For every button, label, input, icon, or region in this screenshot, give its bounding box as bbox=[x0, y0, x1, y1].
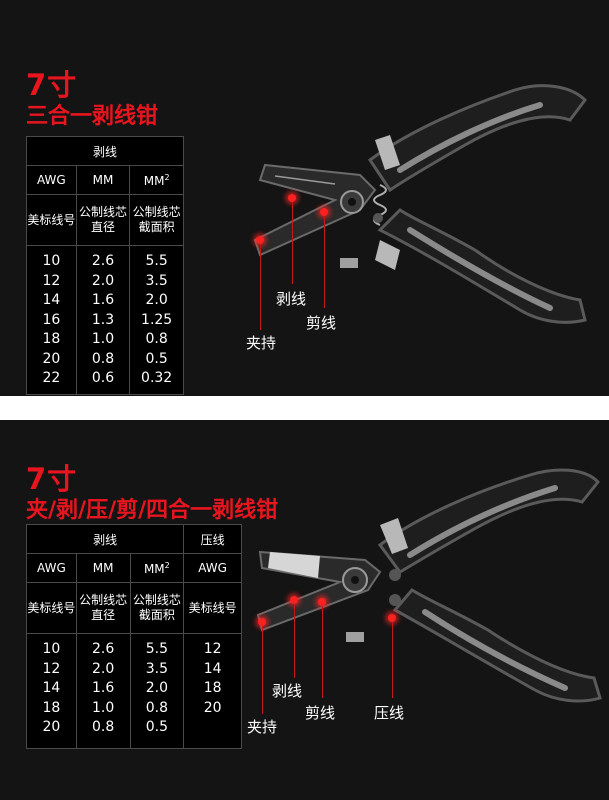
wire-stripper-illustration bbox=[253, 84, 587, 324]
col-header-mm: MM bbox=[75, 553, 131, 583]
grip-point-marker bbox=[256, 236, 264, 244]
cut-leader-line bbox=[322, 606, 323, 698]
product-size: 7寸 bbox=[26, 68, 78, 102]
grip-point-marker bbox=[258, 618, 266, 626]
callout-strip: 剥线 bbox=[272, 682, 303, 700]
subheader-area: 公制线芯 截面积 bbox=[129, 194, 184, 246]
col-header-crimp-awg: AWG bbox=[183, 553, 242, 583]
product-panel-three-in-one: 7寸 三合一剥线钳 剥线 AWG MM MM2 美标线号 公制线芯 直径 公制线… bbox=[0, 0, 609, 396]
callout-grip: 夹持 bbox=[246, 334, 277, 352]
subheader-diameter: 公制线芯 直径 bbox=[75, 194, 131, 246]
diameter-values: 2.6 2.0 1.6 1.0 0.8 bbox=[75, 633, 131, 749]
subheader-crimp-awg: 美标线号 bbox=[183, 582, 242, 634]
cut-leader-line bbox=[324, 216, 325, 308]
callout-crimp: 压线 bbox=[374, 704, 405, 722]
awg-values: 10 12 14 16 18 20 22 bbox=[26, 245, 77, 395]
strip-point-marker bbox=[288, 194, 296, 202]
cut-point-marker bbox=[318, 598, 326, 606]
area-values: 5.5 3.5 2.0 1.25 0.8 0.5 0.32 bbox=[129, 245, 184, 395]
subheader-awg: 美标线号 bbox=[26, 582, 77, 634]
product-panel-four-in-one: 7寸 夹/剥/压/剪/四合一剥线钳 剥线 压线 AWG MM MM2 AWG 美… bbox=[0, 420, 609, 800]
table-group-header-crimp: 压线 bbox=[183, 524, 242, 554]
grip-leader-line bbox=[262, 626, 263, 714]
area-values: 5.5 3.5 2.0 0.8 0.5 bbox=[129, 633, 185, 749]
table-group-header: 剥线 bbox=[26, 136, 184, 166]
col-header-mm2: MM2 bbox=[129, 165, 184, 195]
crimp-leader-line bbox=[392, 622, 393, 698]
product-name: 夹/剥/压/剪/四合一剥线钳 bbox=[26, 498, 279, 523]
table-group-header-strip: 剥线 bbox=[25, 524, 185, 554]
callout-grip: 夹持 bbox=[247, 718, 278, 736]
product-name: 三合一剥线钳 bbox=[26, 104, 159, 129]
col-header-mm: MM bbox=[75, 165, 131, 195]
product-size: 7寸 bbox=[26, 462, 78, 496]
cut-point-marker bbox=[320, 208, 328, 216]
callout-cut: 剪线 bbox=[305, 704, 336, 722]
strip-leader-line bbox=[294, 604, 295, 678]
grip-leader-line bbox=[260, 244, 261, 330]
strip-leader-line bbox=[292, 202, 293, 284]
subheader-awg: 美标线号 bbox=[26, 194, 77, 246]
spec-table: 剥线 压线 AWG MM MM2 AWG 美标线号 公制线芯 直径 公制线芯 截… bbox=[25, 524, 242, 749]
crimp-awg-values: 12 14 18 20 bbox=[183, 633, 242, 749]
spec-table: 剥线 AWG MM MM2 美标线号 公制线芯 直径 公制线芯 截面积 10 1… bbox=[26, 136, 184, 395]
wire-stripper-illustration bbox=[256, 468, 602, 703]
crimp-point-marker bbox=[388, 614, 396, 622]
col-header-awg: AWG bbox=[26, 165, 77, 195]
subheader-area: 公制线芯 截面积 bbox=[129, 582, 185, 634]
diameter-values: 2.6 2.0 1.6 1.3 1.0 0.8 0.6 bbox=[75, 245, 131, 395]
subheader-diameter: 公制线芯 直径 bbox=[75, 582, 131, 634]
col-header-awg: AWG bbox=[26, 553, 77, 583]
callout-strip: 剥线 bbox=[276, 290, 307, 308]
callout-cut: 剪线 bbox=[306, 314, 337, 332]
col-header-mm2: MM2 bbox=[129, 553, 185, 583]
awg-values: 10 12 14 18 20 bbox=[26, 633, 77, 749]
strip-point-marker bbox=[290, 596, 298, 604]
